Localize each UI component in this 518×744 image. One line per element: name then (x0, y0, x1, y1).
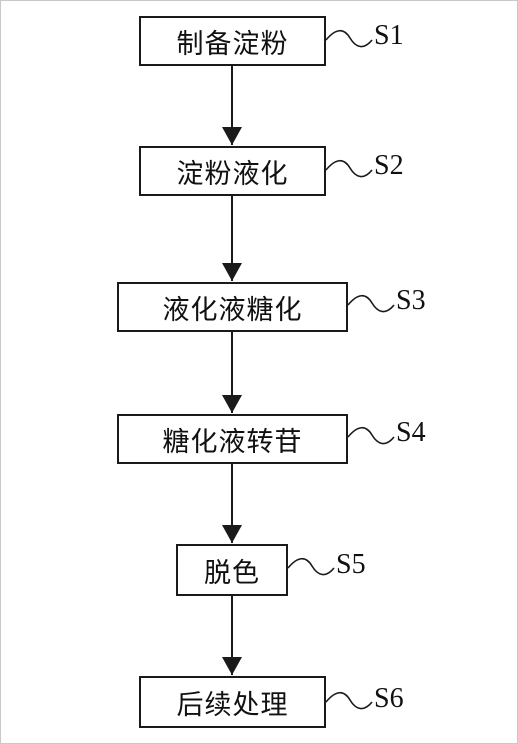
leader-s2 (325, 159, 373, 178)
arrowhead-s5-s6 (222, 657, 242, 675)
step-box-s1: 制备淀粉 (139, 16, 326, 66)
arrowhead-s3-s4 (222, 395, 242, 413)
step-box-s3: 液化液糖化 (117, 282, 348, 332)
arrowhead-s1-s2 (222, 127, 242, 145)
arrowhead-s2-s3 (222, 263, 242, 281)
leader-s6 (325, 691, 373, 710)
leader-s3 (347, 294, 395, 313)
flow-arrows (222, 66, 242, 675)
step-label-s4: 糖化液转苷 (162, 426, 303, 458)
step-tag-s6: S6 (374, 683, 404, 714)
step-tag-s5: S5 (336, 549, 366, 580)
step-tag-s2: S2 (374, 150, 404, 181)
step-box-s6: 后续处理 (139, 676, 326, 728)
step-box-s5: 脱色 (176, 544, 288, 596)
step-label-s1: 制备淀粉 (176, 28, 289, 60)
leader-s5 (287, 557, 335, 576)
arrowhead-s4-s5 (222, 525, 242, 543)
tag-leaders (287, 29, 395, 710)
step-tag-s1: S1 (374, 20, 404, 51)
step-label-s6: 后续处理 (176, 689, 289, 721)
step-tag-s3: S3 (396, 285, 426, 316)
step-label-s5: 脱色 (204, 557, 260, 589)
leader-s4 (347, 426, 395, 445)
step-tag-s4: S4 (396, 417, 426, 448)
step-label-s2: 淀粉液化 (176, 158, 289, 190)
step-box-s2: 淀粉液化 (139, 146, 326, 196)
leader-s1 (325, 29, 373, 48)
step-label-s3: 液化液糖化 (162, 294, 303, 326)
step-box-s4: 糖化液转苷 (117, 414, 348, 464)
